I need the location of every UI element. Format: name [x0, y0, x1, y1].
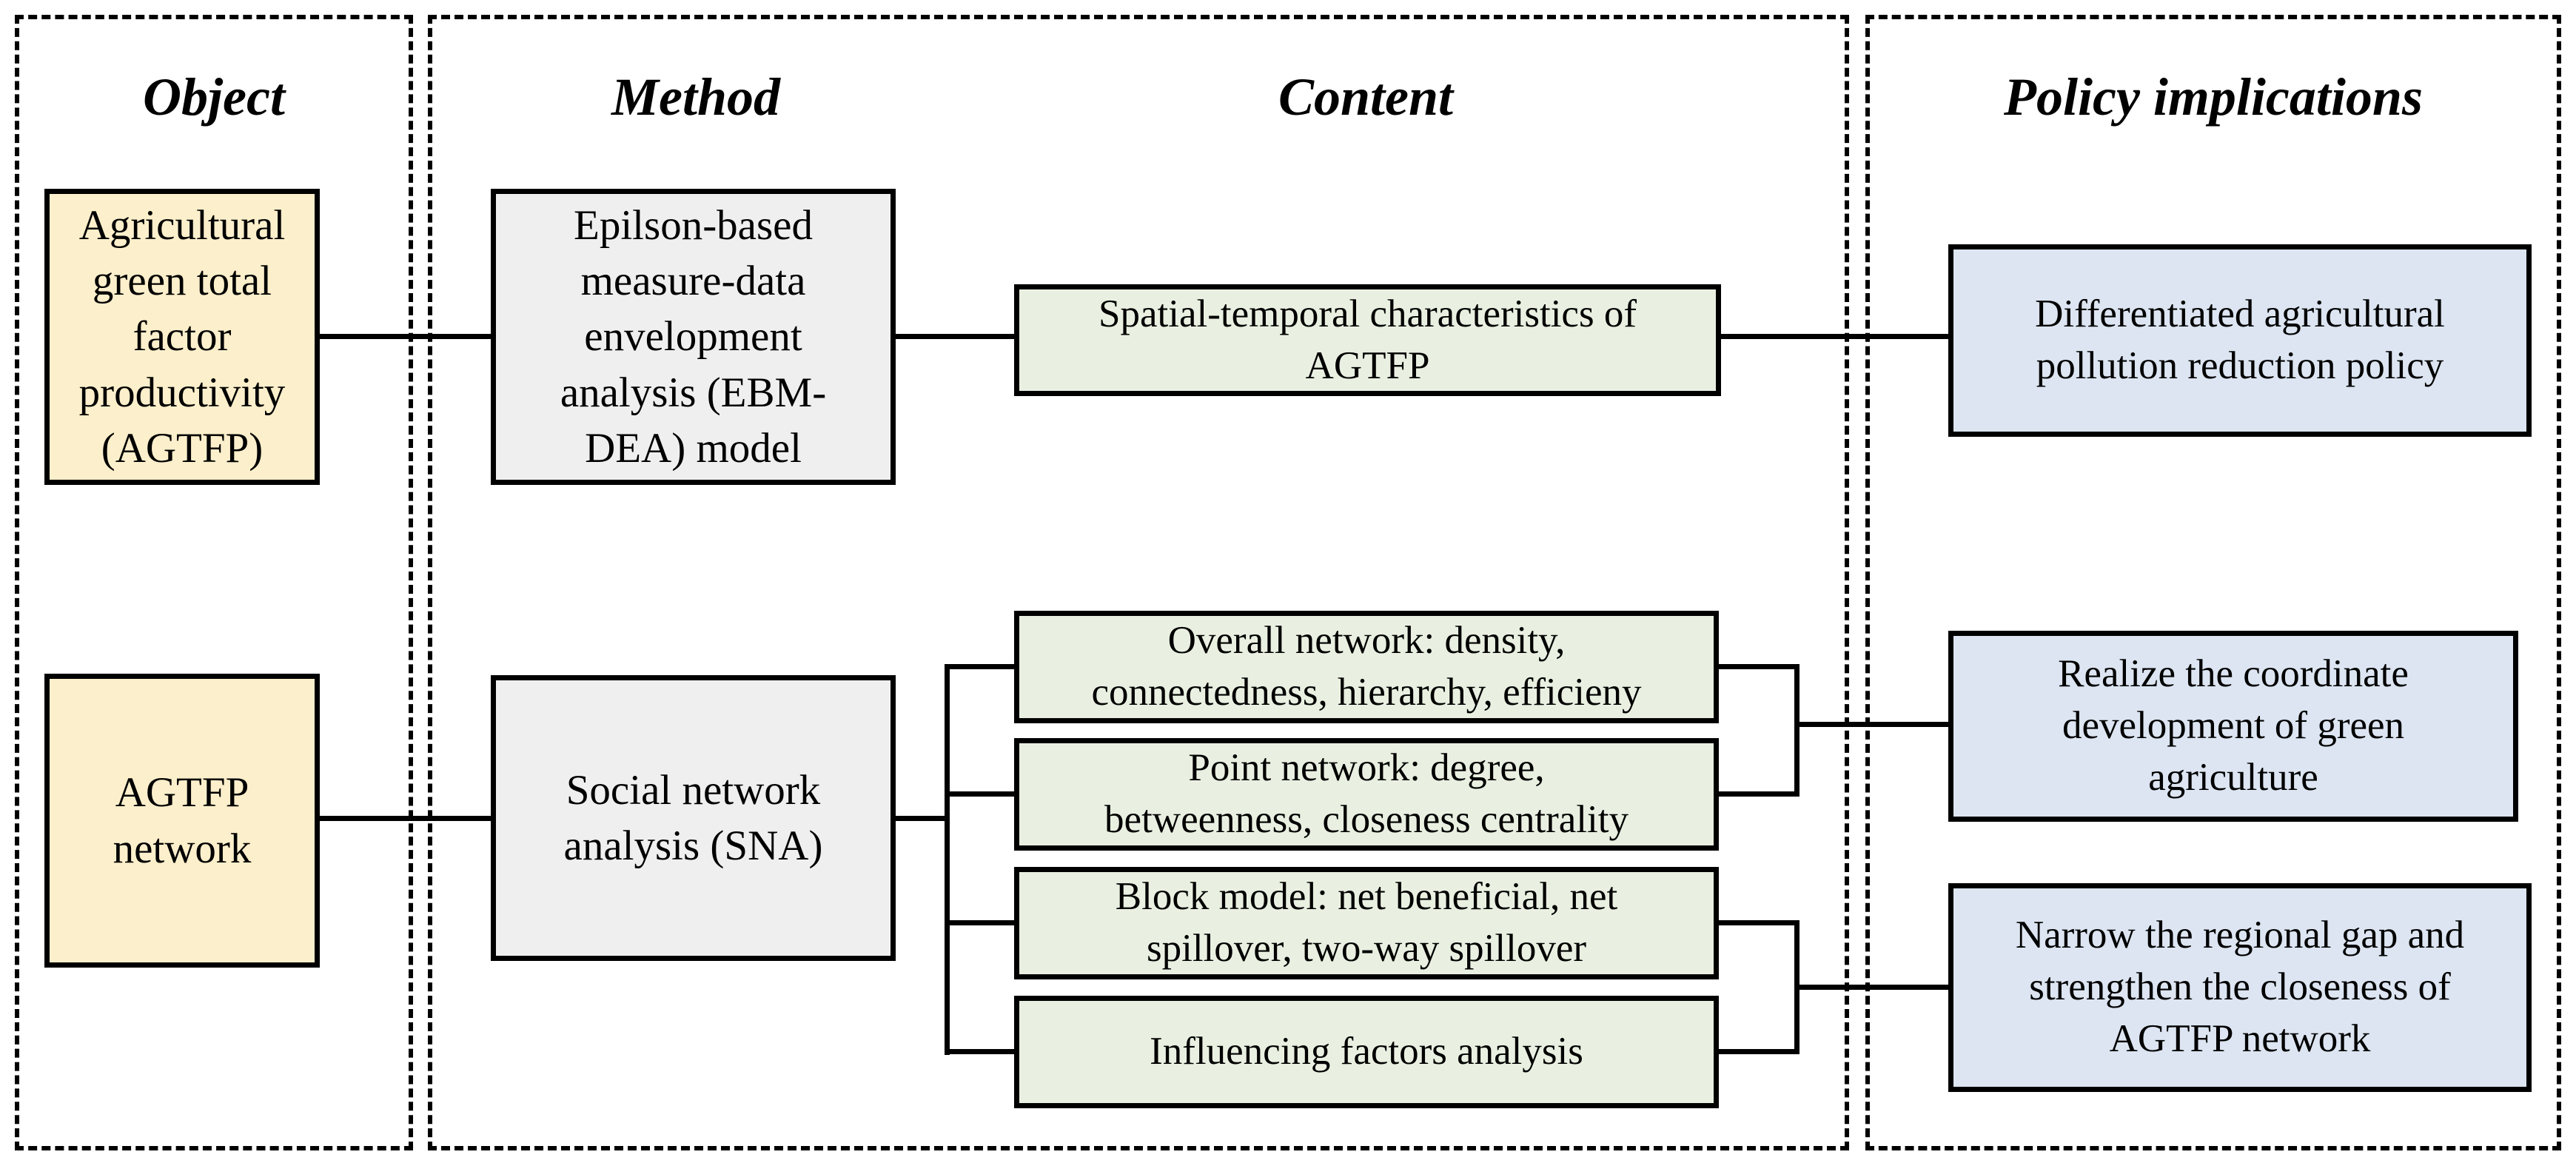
- connector-bracket1-to-policy2: [1797, 722, 1948, 727]
- connector-sna-to-spine: [896, 816, 947, 821]
- left-branch-spine: [945, 664, 950, 1055]
- stub-overall-to-bracket1: [1719, 664, 1797, 669]
- pollution-reduction-policy-box: Differentiated agricultural pollution re…: [1948, 244, 2532, 437]
- bracket2-spine: [1794, 920, 1799, 1054]
- agtfp-network-box: AGTFP network: [44, 674, 320, 968]
- stub-point-to-bracket1: [1719, 791, 1797, 797]
- agtfp-box: Agricultural green total factor producti…: [44, 189, 320, 485]
- stub-influencing-to-bracket2: [1719, 1049, 1797, 1054]
- method-content-panel: [428, 15, 1849, 1150]
- overall-network-box: Overall network: density, connectedness,…: [1014, 611, 1719, 723]
- influencing-factors-box: Influencing factors analysis: [1014, 996, 1719, 1108]
- stub-spine-to-overall: [947, 664, 1017, 669]
- method-column-header: Method: [611, 67, 781, 127]
- point-network-box: Point network: degree, betweenness, clos…: [1014, 738, 1719, 851]
- stub-spine-to-influencing: [947, 1049, 1017, 1054]
- spatial-temporal-box: Spatial-temporal characteristics of AGTF…: [1014, 284, 1721, 396]
- policy-column-header: Policy implications: [2004, 67, 2423, 127]
- connector-network-to-sna: [320, 816, 491, 821]
- bracket1-spine: [1794, 664, 1799, 797]
- coordinate-development-box: Realize the coordinate development of gr…: [1948, 631, 2518, 822]
- connector-spatial-to-policy1: [1719, 334, 1948, 339]
- narrow-regional-gap-box: Narrow the regional gap and strengthen t…: [1948, 883, 2532, 1092]
- object-column-header: Object: [143, 67, 285, 127]
- ebm-dea-model-box: Epilson-based measure-data envelopment a…: [491, 189, 896, 485]
- object-panel: [15, 15, 413, 1150]
- stub-block-to-bracket2: [1719, 920, 1797, 925]
- connector-bracket2-to-policy3: [1797, 985, 1948, 990]
- connector-agtfp-to-ebm: [320, 334, 491, 339]
- connector-ebm-to-spatial: [896, 334, 1014, 339]
- stub-spine-to-point: [947, 791, 1017, 797]
- sna-box: Social network analysis (SNA): [491, 675, 896, 961]
- content-column-header: Content: [1278, 67, 1454, 127]
- stub-spine-to-block: [947, 920, 1017, 925]
- block-model-box: Block model: net beneficial, net spillov…: [1014, 867, 1719, 979]
- policy-panel: [1865, 15, 2561, 1150]
